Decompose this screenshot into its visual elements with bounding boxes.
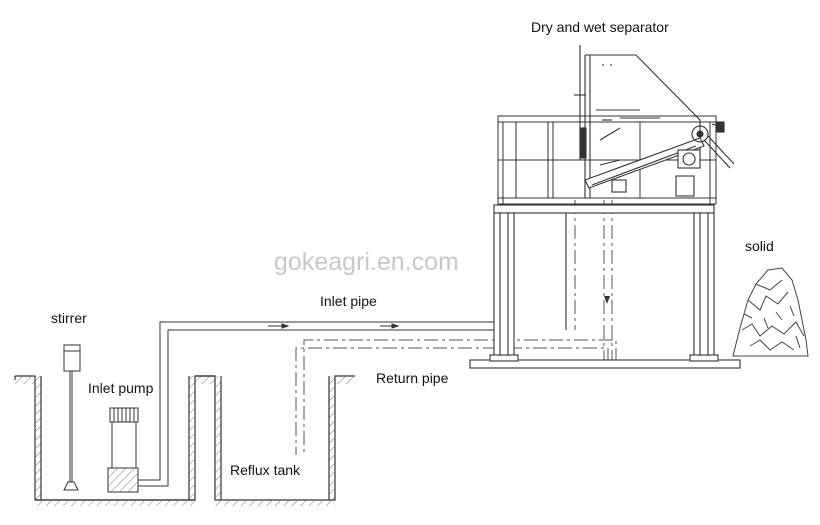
return-arrow — [604, 296, 610, 304]
inlet-pump — [107, 407, 139, 493]
support-frame — [469, 204, 741, 369]
inlet-pipe — [138, 321, 500, 487]
inlet-pipe-label: Inlet pipe — [320, 293, 377, 309]
watermark-text: gokeagri.en.com — [274, 248, 459, 276]
reflux-tank-pit — [195, 375, 355, 506]
return-pipe-label: Return pipe — [376, 370, 449, 386]
inlet-pump-label: Inlet pump — [88, 380, 154, 396]
separator-label: Dry and wet separator — [531, 19, 669, 35]
stirrer-label: stirrer — [51, 310, 87, 326]
return-pipe — [295, 200, 617, 455]
solid-pile — [732, 267, 809, 357]
solid-label: solid — [745, 238, 774, 254]
stirrer — [63, 344, 81, 491]
separator-machine — [574, 45, 735, 198]
reflux-tank-label: Reflux tank — [230, 462, 301, 478]
